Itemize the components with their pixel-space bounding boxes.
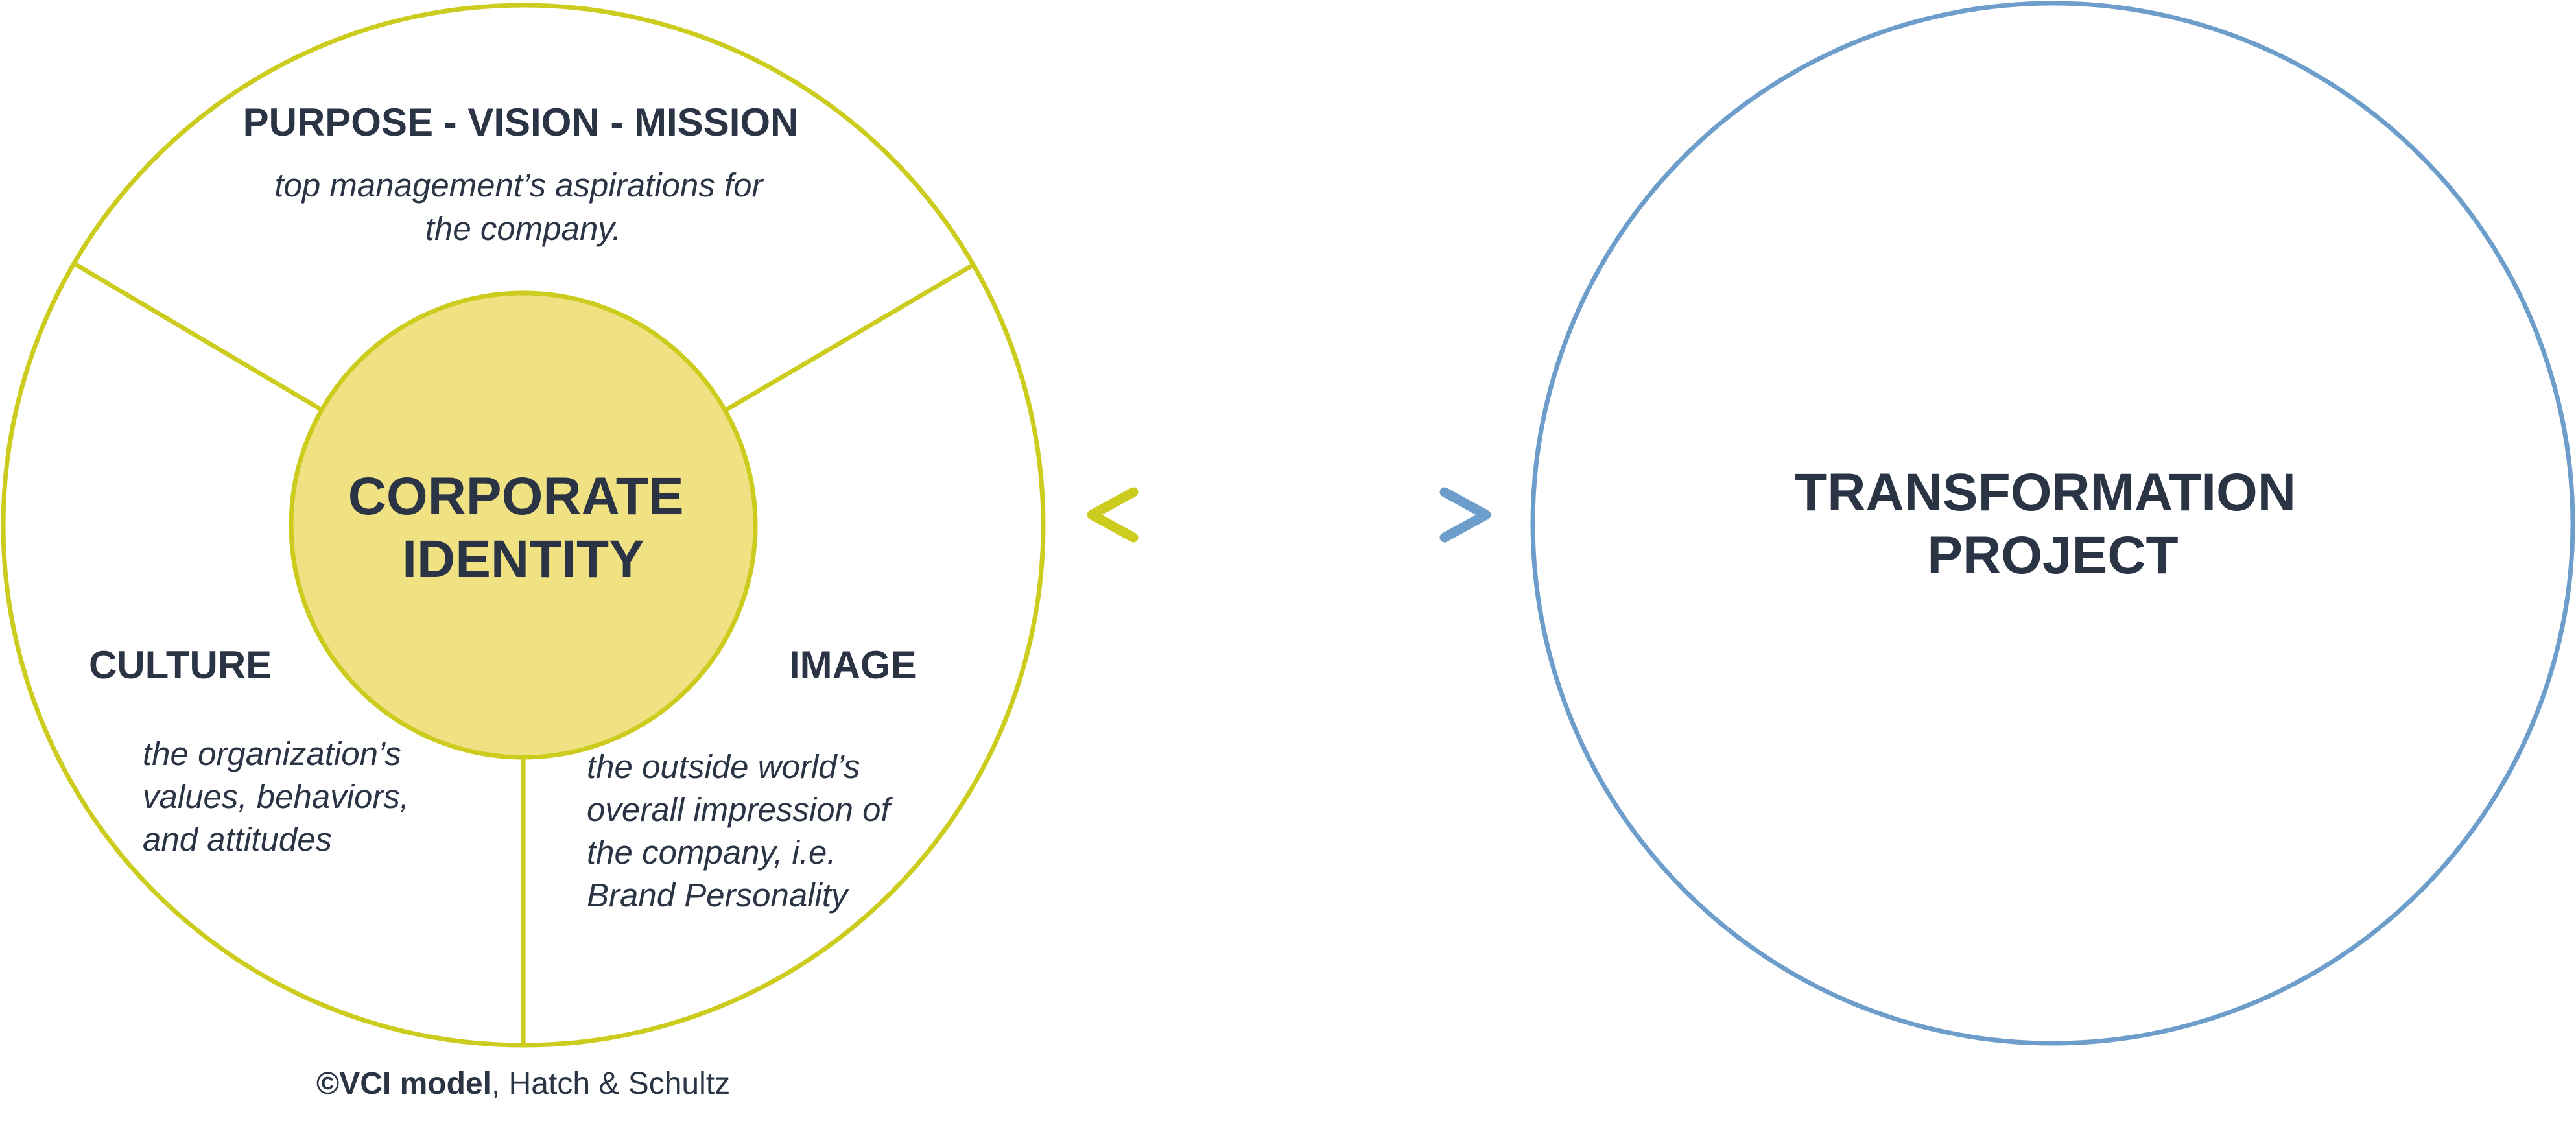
divider-upper-right [725, 262, 975, 412]
double-headed-arrow-icon [1087, 487, 1491, 543]
culture-description: the organization’s values, behaviors, an… [143, 735, 418, 858]
corporate-identity-circle [289, 290, 758, 760]
image-title: IMAGE [789, 643, 917, 687]
image-description: the outside world’s overall impression o… [587, 748, 899, 914]
vci-model-wheel: CORPORATE IDENTITY PURPOSE - VISION - MI… [1, 3, 1046, 1048]
transformation-project: TRANSFORMATION PROJECT [1530, 1, 2575, 1046]
source-credit: ©VCI model, Hatch & Schultz [316, 1067, 730, 1101]
transformation-project-circle [1530, 1, 2575, 1046]
divider-upper-left [75, 262, 323, 412]
corporate-identity-label: CORPORATE IDENTITY [348, 467, 699, 589]
culture-title: CULTURE [89, 643, 272, 687]
transformation-project-label: TRANSFORMATION PROJECT [1795, 463, 2311, 585]
purpose-vision-mission-title: PURPOSE - VISION - MISSION [243, 100, 799, 144]
purpose-description: top management’s aspirations for the com… [274, 167, 772, 247]
